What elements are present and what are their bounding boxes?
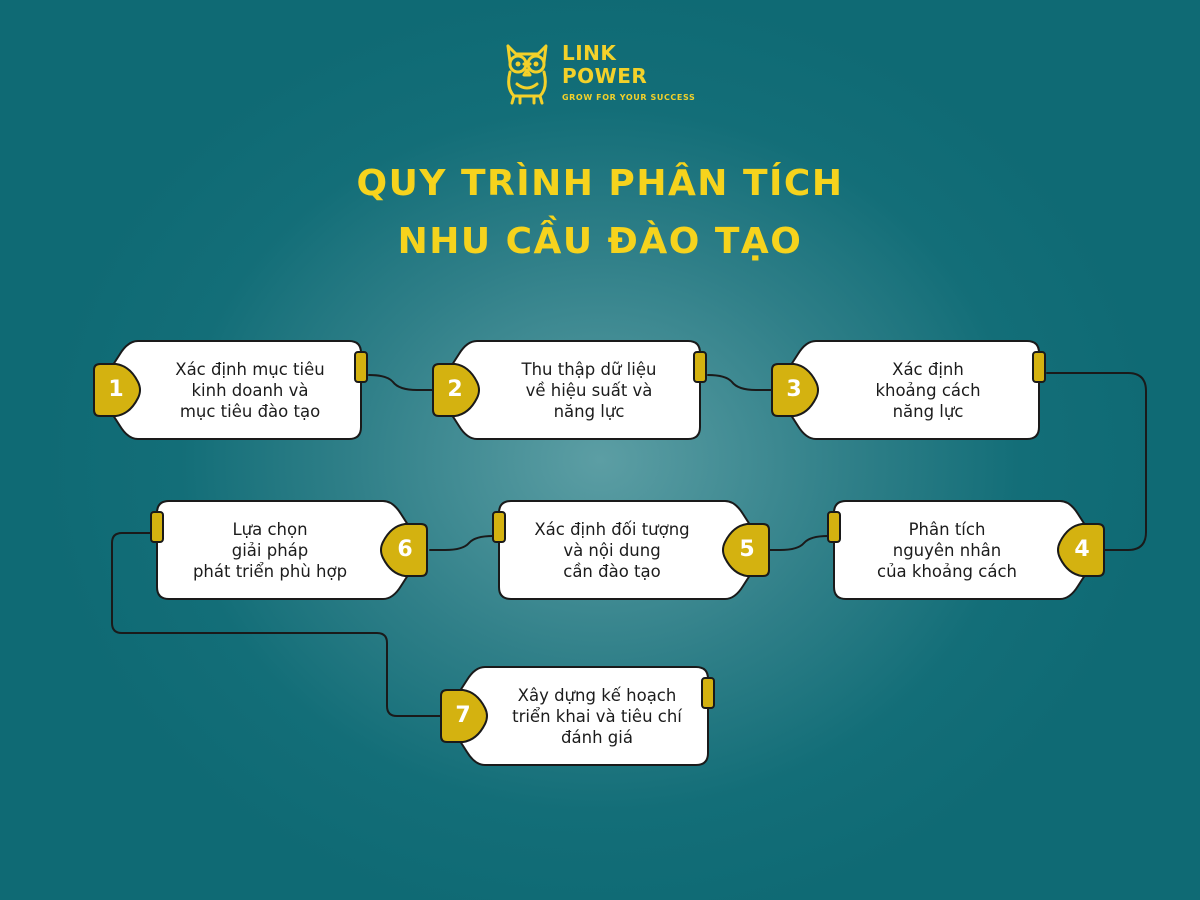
step-number: 2: [447, 377, 463, 402]
step-description-line: giải pháp: [231, 540, 309, 560]
brand-name-line2: POWER: [562, 64, 648, 88]
page-title-line1: QUY TRÌNH PHÂN TÍCH: [356, 163, 844, 204]
step-number: 4: [1074, 537, 1090, 562]
step-number-badge: [722, 523, 770, 577]
step-number-badge: [440, 689, 488, 743]
step-description-line: Xác định: [892, 359, 964, 379]
step-number-badge: [432, 363, 480, 417]
step-4-shape: [827, 500, 1105, 600]
brand: LINK POWER GROW FOR YOUR SUCCESS: [500, 40, 720, 110]
step-connector-tab: [701, 677, 715, 709]
step-number-badge: [380, 523, 428, 577]
step-card: [437, 340, 701, 440]
step-number-badge: [93, 363, 141, 417]
step-card: [776, 340, 1040, 440]
step-description-line: của khoảng cách: [877, 561, 1017, 581]
step-description-line: và nội dung: [563, 540, 661, 560]
step-connector-tab: [1032, 351, 1046, 383]
step-description-line: Lựa chọn: [232, 519, 308, 539]
step-connector-tab: [354, 351, 368, 383]
step-description-line: Thu thập dữ liệu: [521, 359, 657, 379]
step-number: 6: [397, 537, 413, 562]
step-description-line: kinh doanh và: [191, 380, 309, 400]
step-card: [98, 340, 362, 440]
step-description-line: khoảng cách: [875, 380, 981, 400]
step-number: 3: [786, 377, 802, 402]
step-number: 7: [455, 703, 471, 728]
step-number: 1: [108, 377, 124, 402]
step-5-shape: [492, 500, 770, 600]
step-description-line: năng lực: [892, 401, 964, 421]
step-description-line: năng lực: [553, 401, 625, 421]
connector-1-2: [368, 374, 437, 391]
step-description-line: nguyên nhân: [892, 540, 1002, 560]
step-7-shape: [440, 666, 715, 766]
step-description-line: phát triển phù hợp: [192, 561, 348, 581]
step-1-shape: [93, 340, 368, 440]
step-description-line: cần đào tạo: [563, 561, 661, 581]
step-description-line: Xác định đối tượng: [534, 519, 690, 539]
step-description-line: Phân tích: [908, 519, 986, 539]
brand-name-line1: LINK: [562, 41, 617, 65]
connector-4-5: [766, 535, 829, 551]
step-number: 5: [739, 537, 755, 562]
step-number-badge: [771, 363, 819, 417]
step-6-shape: [150, 500, 428, 600]
brand-tagline: GROW FOR YOUR SUCCESS: [562, 93, 696, 102]
step-description-line: mục tiêu đào tạo: [179, 401, 321, 421]
connector-6-7: [111, 532, 444, 717]
step-connector-tab: [492, 511, 506, 543]
step-connector-tab: [150, 511, 164, 543]
step-card: [445, 666, 709, 766]
step-3-shape: [771, 340, 1046, 440]
step-description-line: đánh giá: [561, 727, 633, 747]
connector-3-4: [1046, 372, 1147, 551]
step-description-line: triển khai và tiêu chí: [512, 706, 682, 726]
step-connector-tab: [693, 351, 707, 383]
owl-icon: [506, 44, 548, 105]
step-2-shape: [432, 340, 707, 440]
step-description-line: Xây dựng kế hoạch: [517, 685, 677, 705]
connector-2-3: [707, 374, 775, 391]
connector-5-6: [429, 535, 494, 551]
step-number-badge: [1057, 523, 1105, 577]
page-title-line2: NHU CẦU ĐÀO TẠO: [397, 221, 803, 262]
step-description-line: về hiệu suất và: [525, 380, 653, 400]
step-description-line: Xác định mục tiêu: [175, 359, 325, 379]
step-connector-tab: [827, 511, 841, 543]
